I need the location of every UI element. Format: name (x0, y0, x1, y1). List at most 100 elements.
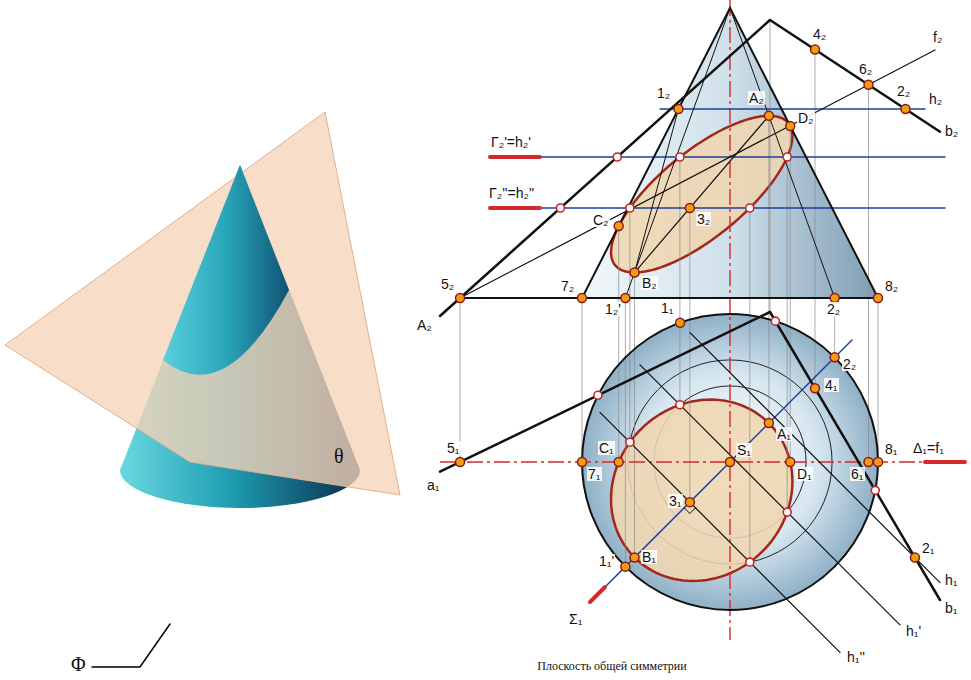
point-label: 8₁ (884, 442, 899, 456)
axis-line (729, 330, 730, 640)
section-point (676, 401, 684, 409)
section-point (626, 204, 634, 212)
named-point (811, 45, 820, 54)
cone-outline (582, 8, 878, 298)
base-line (460, 297, 878, 299)
section-point (783, 153, 791, 161)
right-angle-mark (684, 508, 695, 514)
named-point (786, 122, 795, 131)
named-point (685, 204, 694, 213)
section-point (746, 558, 754, 566)
point-label: S₁ (736, 443, 752, 457)
named-point (578, 294, 587, 303)
point-label: 2₂ (896, 84, 911, 98)
section-point (746, 204, 754, 212)
point-label: C₁ (598, 441, 615, 455)
point-label: A₁ (776, 427, 792, 441)
plane-trace-marker (490, 155, 540, 159)
surface-label: Φ (70, 654, 87, 674)
cone-upper (163, 165, 289, 375)
named-point (685, 498, 694, 507)
point-label: 5₁ (446, 441, 461, 455)
point-label: 7₁ (587, 467, 602, 481)
point-label: 1₂' (604, 302, 622, 316)
named-point (621, 294, 630, 303)
line-label: h₁'' (846, 650, 866, 664)
point-label: 3₂ (696, 212, 711, 226)
major-axis (635, 116, 769, 273)
line-label: a₁ (426, 478, 441, 492)
point-label: C₂ (592, 213, 610, 227)
named-point (614, 458, 623, 467)
section-point (783, 508, 791, 516)
named-point (578, 458, 587, 467)
named-point (901, 105, 910, 114)
generator-line (625, 8, 730, 298)
named-point (874, 458, 883, 467)
projection-line (689, 208, 690, 502)
plane-trace-label: Γ₂''=h₂'' (488, 186, 535, 200)
point-label: 5₂ (440, 277, 455, 291)
projection-line (878, 298, 879, 462)
frontal-line (460, 50, 935, 298)
drawing (5, 0, 965, 667)
auxiliary-line (635, 109, 679, 273)
named-point (864, 458, 873, 467)
named-point (621, 562, 630, 571)
projection-line (679, 157, 680, 405)
named-point (456, 294, 465, 303)
named-point (786, 458, 795, 467)
plane-trace-marker (490, 206, 540, 210)
projection-line (868, 85, 869, 462)
projection-line (749, 208, 750, 562)
level-plane-trace (540, 156, 945, 158)
point-label: 2₂ (826, 302, 841, 316)
point-label: 1₂ (656, 86, 671, 100)
point-label: 6₂ (858, 62, 873, 76)
section-point (676, 153, 684, 161)
named-point (864, 80, 873, 89)
point-label: B₁ (641, 550, 657, 564)
cutting-plane (5, 112, 400, 495)
projection-line (625, 298, 626, 567)
cone-base-outline (582, 314, 878, 610)
point-label: A₂ (748, 91, 765, 105)
named-point (630, 268, 639, 277)
line-label: h₁ (944, 573, 959, 587)
section-point (771, 317, 779, 325)
named-point (630, 553, 639, 562)
caption: Плоскость общей симметрии (537, 660, 686, 672)
leader-line (92, 624, 170, 667)
line-a (440, 312, 770, 472)
named-point (874, 294, 883, 303)
named-point (456, 458, 465, 467)
point-label: 3₁ (668, 494, 683, 508)
generator-line (730, 8, 835, 298)
section-point (594, 391, 602, 399)
projection-line (634, 273, 635, 558)
plane-trace-marker (590, 587, 605, 602)
symmetry-plane-trace (605, 340, 852, 587)
horizontal-line (690, 333, 940, 583)
section-point (556, 204, 564, 212)
point-label: 7₂ (560, 279, 575, 293)
line-b (770, 312, 940, 600)
named-point (676, 318, 685, 327)
line-label: b₁ (944, 601, 959, 615)
projection-line (460, 298, 461, 462)
point-label: 2₁ (921, 541, 936, 555)
point-label: 4₁ (824, 378, 839, 392)
plane-trace-label: Σ₁ (568, 612, 583, 626)
section-point (613, 153, 621, 161)
point-label: B₂ (641, 276, 658, 290)
line-a (440, 20, 770, 316)
plane-label: θ (333, 446, 345, 466)
point-label: 8₂ (884, 279, 899, 293)
point-label: b₂ (944, 124, 959, 138)
line-label: h₁' (905, 624, 922, 638)
horizontal-line (660, 108, 925, 110)
plane-trace-label: Δ₁=f₁ (912, 441, 945, 455)
named-point (830, 353, 839, 362)
